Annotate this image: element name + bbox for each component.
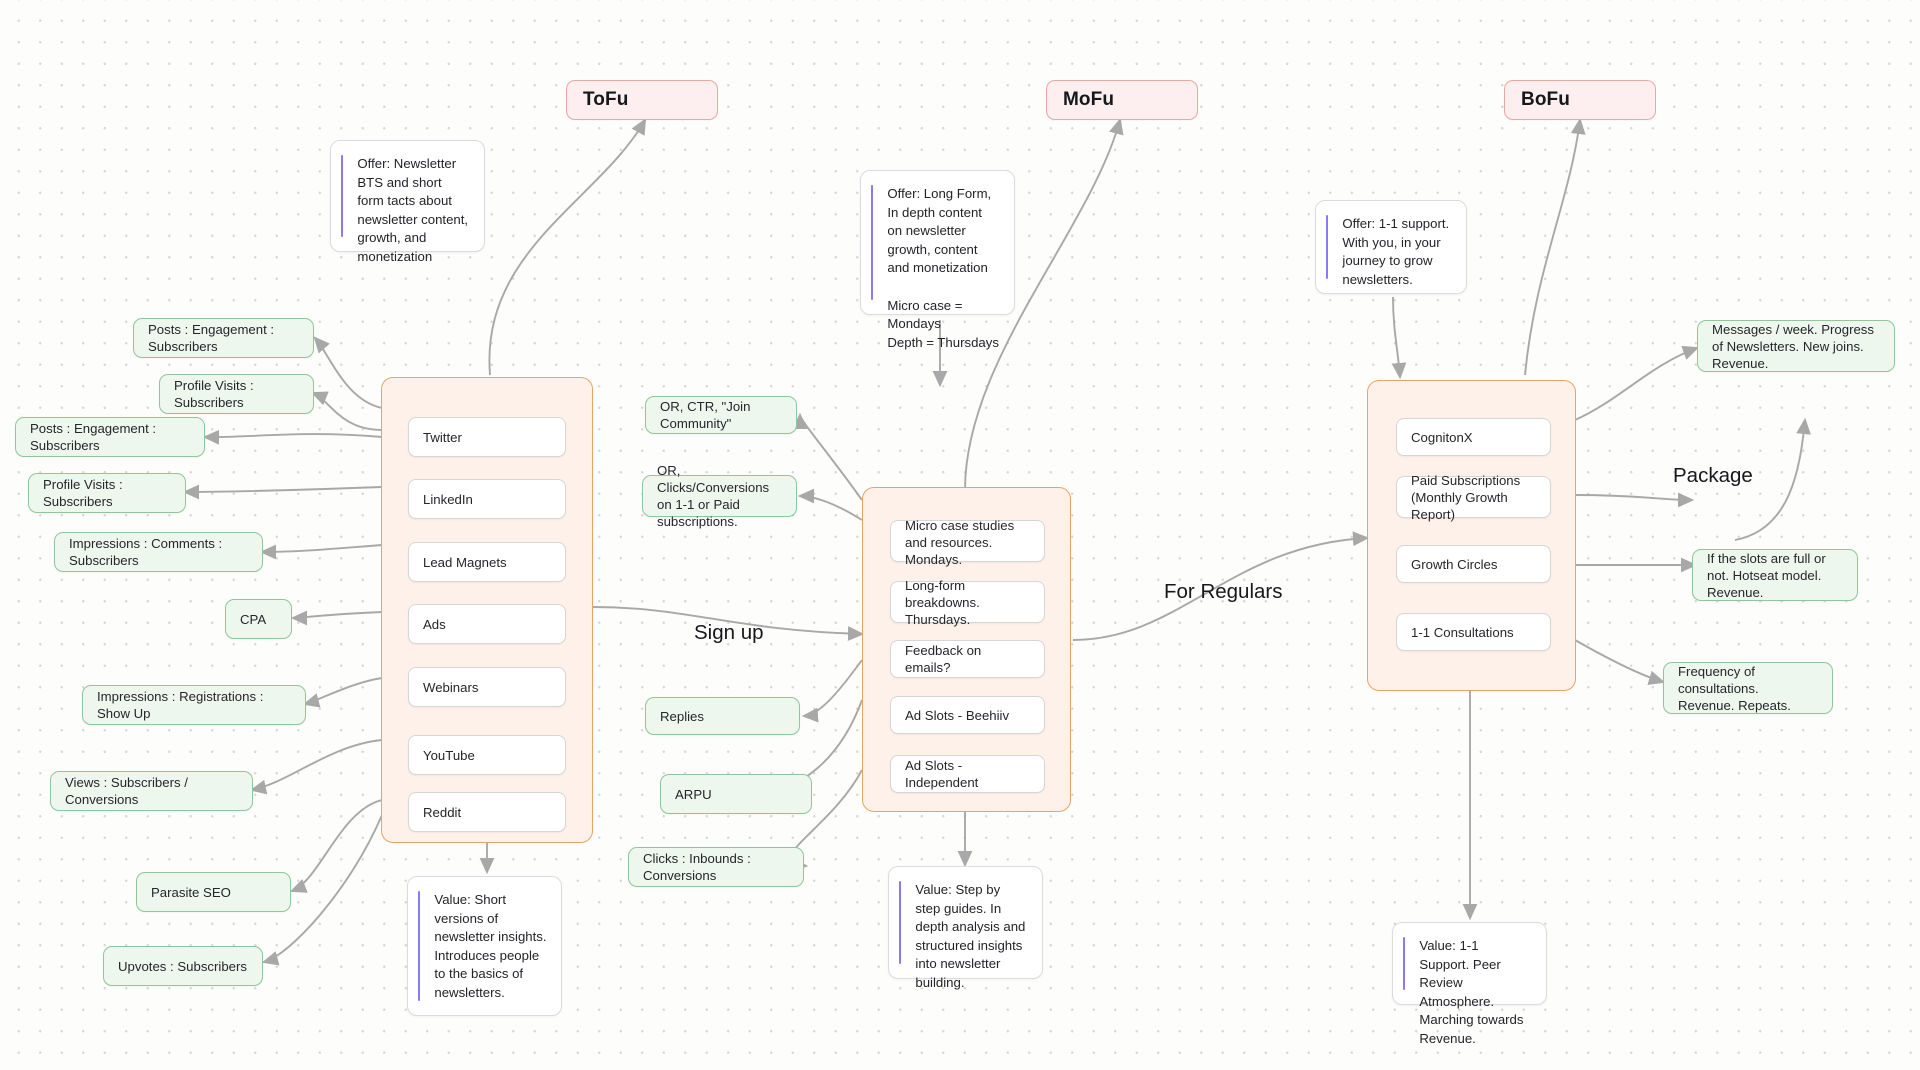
- note-accent-rule: [341, 155, 344, 237]
- newsletter-item-feedback[interactable]: Feedback on emails?: [890, 640, 1045, 678]
- stage-pill-tofu[interactable]: ToFu: [566, 80, 718, 120]
- note-bofu-value[interactable]: Value: 1-1 Support. Peer Review Atmosphe…: [1392, 922, 1547, 1046]
- newsletter-item-micro-case-studies[interactable]: Micro case studies and resources. Monday…: [890, 518, 1045, 567]
- note-text: Value: Short versions of newsletter insi…: [434, 892, 547, 1000]
- channel-item-ads[interactable]: Ads: [408, 604, 566, 644]
- metric-replies[interactable]: Replies: [645, 697, 800, 735]
- metric-upvotes-subscribers[interactable]: Upvotes : Subscribers: [103, 946, 263, 986]
- note-accent-rule: [899, 881, 902, 964]
- metric-impressions-comments-subscribers[interactable]: Impressions : Comments : Subscribers: [54, 532, 263, 572]
- newsletter-item-ad-slots-beehiiv[interactable]: Ad Slots - Beehiiv: [890, 696, 1045, 734]
- note-text: Value: Step by step guides. In depth ana…: [915, 882, 1026, 990]
- note-accent-rule: [1326, 215, 1329, 279]
- channels-group[interactable]: Twitter LinkedIn Lead Magnets Ads Webina…: [381, 377, 593, 843]
- metric-frequency-consultations-revenue[interactable]: Frequency of consultations. Revenue. Rep…: [1663, 662, 1833, 714]
- metric-parasite-seo[interactable]: Parasite SEO: [136, 872, 291, 912]
- channel-item-reddit[interactable]: Reddit: [408, 792, 566, 832]
- note-accent-rule: [1403, 937, 1406, 990]
- note-tofu-offer[interactable]: Offer: Newsletter BTS and short form tac…: [330, 140, 485, 264]
- channel-item-twitter[interactable]: Twitter: [408, 417, 566, 457]
- metric-or-clicks-conversions[interactable]: OR, Clicks/Conversions on 1-1 or Paid su…: [642, 463, 797, 529]
- label-package: Package: [1673, 464, 1753, 487]
- channel-item-linkedin[interactable]: LinkedIn: [408, 479, 566, 519]
- metric-slots-hotseat-revenue[interactable]: If the slots are full or not. Hotseat mo…: [1692, 549, 1858, 601]
- label-for-regulars: For Regulars: [1164, 580, 1283, 603]
- note-text: Offer: Newsletter BTS and short form tac…: [357, 156, 469, 264]
- newsletter-item-long-form[interactable]: Long-form breakdowns. Thursdays.: [890, 578, 1045, 627]
- offer-item-consultations[interactable]: 1-1 Consultations: [1396, 613, 1551, 651]
- metric-profile-visits-subscribers-1[interactable]: Profile Visits : Subscribers: [159, 374, 314, 414]
- note-text: Offer: 1-1 support. With you, in your jo…: [1342, 216, 1450, 287]
- note-mofu-value[interactable]: Value: Step by step guides. In depth ana…: [888, 866, 1043, 990]
- offers-group[interactable]: CognitonX Paid Subscriptions (Monthly Gr…: [1367, 380, 1576, 691]
- newsletter-group[interactable]: Micro case studies and resources. Monday…: [862, 487, 1071, 812]
- offer-item-cognitonx[interactable]: CognitonX: [1396, 418, 1551, 456]
- note-tofu-value[interactable]: Value: Short versions of newsletter insi…: [407, 876, 562, 1016]
- metric-impressions-registrations-showup[interactable]: Impressions : Registrations : Show Up: [82, 685, 306, 725]
- note-text: Value: 1-1 Support. Peer Review Atmosphe…: [1419, 938, 1524, 1046]
- metric-cpa[interactable]: CPA: [225, 599, 292, 639]
- stage-pill-bofu[interactable]: BoFu: [1504, 80, 1656, 120]
- note-mofu-offer[interactable]: Offer: Long Form, In depth content on ne…: [860, 170, 1015, 350]
- metric-or-ctr-join-community[interactable]: OR, CTR, "Join Community": [645, 396, 797, 434]
- stage-pill-mofu[interactable]: MoFu: [1046, 80, 1198, 120]
- metric-messages-progress-revenue[interactable]: Messages / week. Progress of Newsletters…: [1697, 320, 1895, 372]
- note-accent-rule: [871, 185, 874, 300]
- offer-item-growth-circles[interactable]: Growth Circles: [1396, 545, 1551, 583]
- note-accent-rule: [418, 891, 421, 1001]
- metric-views-subscribers-conversions[interactable]: Views : Subscribers / Conversions: [50, 771, 253, 811]
- channel-item-webinars[interactable]: Webinars: [408, 667, 566, 707]
- note-text: Offer: Long Form, In depth content on ne…: [887, 186, 999, 350]
- metric-posts-engagement-subscribers-2[interactable]: Posts : Engagement : Subscribers: [15, 417, 205, 457]
- metric-profile-visits-subscribers-2[interactable]: Profile Visits : Subscribers: [28, 473, 186, 513]
- note-bofu-offer[interactable]: Offer: 1-1 support. With you, in your jo…: [1315, 200, 1467, 294]
- metric-clicks-inbounds-conversions[interactable]: Clicks : Inbounds : Conversions: [628, 847, 804, 887]
- channel-item-lead-magnets[interactable]: Lead Magnets: [408, 542, 566, 582]
- newsletter-item-ad-slots-independent[interactable]: Ad Slots - Independent: [890, 755, 1045, 793]
- channel-item-youtube[interactable]: YouTube: [408, 735, 566, 775]
- offer-item-paid-subscriptions[interactable]: Paid Subscriptions (Monthly Growth Repor…: [1396, 473, 1551, 522]
- label-sign-up: Sign up: [694, 621, 764, 644]
- metric-posts-engagement-subscribers-1[interactable]: Posts : Engagement : Subscribers: [133, 318, 314, 358]
- metric-arpu[interactable]: ARPU: [660, 774, 812, 814]
